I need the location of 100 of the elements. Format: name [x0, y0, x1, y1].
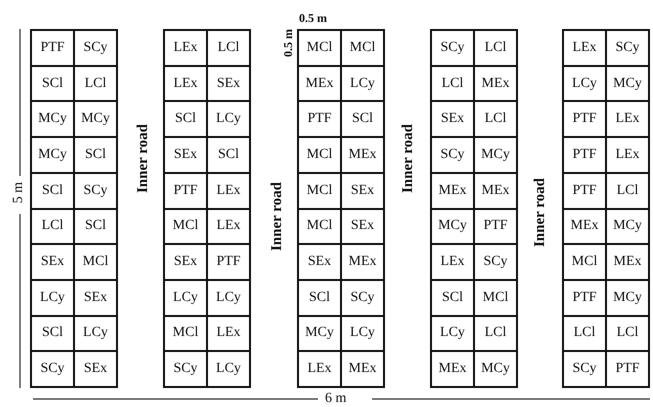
dimension-label: 6 m — [325, 392, 346, 406]
plot-cell: LCl — [563, 316, 606, 352]
plot-cell: MCy — [474, 351, 517, 387]
road-label: Inner road — [270, 182, 285, 252]
plot-cell: SEx — [164, 244, 207, 280]
plot-cell: LCy — [74, 316, 117, 352]
plot-cell: MCl — [298, 172, 341, 208]
plot-cell: MCl — [341, 30, 384, 66]
road-label: Inner road — [136, 124, 151, 194]
plot-cell: LEx — [164, 30, 207, 66]
plot-cell: MCl — [298, 208, 341, 244]
plot-cell: SCy — [431, 30, 474, 66]
plot-cell: MEx — [341, 244, 384, 280]
plot-cell: LCy — [341, 66, 384, 102]
plot-cell: MEx — [341, 137, 384, 173]
plot-cell: MCy — [606, 208, 649, 244]
plot-block — [430, 29, 518, 388]
road-label: Inner road — [533, 178, 548, 248]
plot-cell: SCy — [431, 137, 474, 173]
plot-cell: PTF — [298, 101, 341, 138]
plot-cell: MEx — [341, 351, 384, 387]
plot-cell: MEx — [298, 66, 341, 102]
plot-cell: LEx — [606, 137, 649, 173]
plot-cell: MCy — [474, 137, 517, 173]
plot-cell: PTF — [563, 101, 606, 138]
plot-cell: MEx — [606, 244, 649, 280]
plot-cell: SEx — [431, 101, 474, 138]
plot-cell: PTF — [606, 351, 649, 387]
plot-cell: SCy — [563, 351, 606, 387]
plot-cell: PTF — [563, 280, 606, 316]
plot-cell: SCy — [164, 351, 207, 387]
plot-cell: SCy — [341, 280, 384, 316]
plot-cell: SCl — [341, 101, 384, 138]
plot-cell: LEx — [298, 351, 341, 387]
plot-block — [30, 29, 118, 388]
plot-cell: LEx — [207, 172, 250, 208]
plot-cell: SCl — [31, 66, 74, 102]
plot-cell: LCl — [606, 316, 649, 352]
plot-block — [562, 29, 650, 388]
plot-cell: MCl — [74, 244, 117, 280]
plot-cell: MCl — [474, 280, 517, 316]
plot-cell: LCy — [207, 101, 250, 138]
plot-cell: LCy — [341, 316, 384, 352]
plot-cell: MCl — [298, 30, 341, 66]
plot-cell: PTF — [207, 244, 250, 280]
plot-cell: LEx — [207, 208, 250, 244]
plot-cell: LEx — [207, 316, 250, 352]
plot-cell: SCl — [207, 137, 250, 173]
plot-cell: LCy — [431, 316, 474, 352]
plot-cell: SCl — [74, 208, 117, 244]
plot-cell: SCy — [74, 172, 117, 208]
dimension-label: 0.5 m — [282, 29, 294, 57]
plot-cell: MCy — [298, 316, 341, 352]
plot-cell: SEx — [31, 244, 74, 280]
plot-cell: SCl — [431, 280, 474, 316]
plot-cell: PTF — [474, 208, 517, 244]
plot-cell: SCl — [298, 280, 341, 316]
plot-cell: MEx — [474, 66, 517, 102]
plot-cell: MCy — [431, 208, 474, 244]
plot-cell: LCl — [474, 101, 517, 138]
plot-cell: SCl — [31, 172, 74, 208]
plot-cell: SCy — [606, 30, 649, 66]
plot-cell: MCy — [31, 101, 74, 138]
plot-cell: SEx — [74, 280, 117, 316]
plot-cell: LCy — [207, 280, 250, 316]
plot-cell: PTF — [563, 137, 606, 173]
plot-cell: SEx — [207, 66, 250, 102]
plot-cell: LCy — [207, 351, 250, 387]
plot-cell: LEx — [431, 244, 474, 280]
plot-cell: SCy — [31, 351, 74, 387]
road-label: Inner road — [401, 124, 416, 194]
plot-cell: LEx — [164, 66, 207, 102]
plot-cell: LCy — [31, 280, 74, 316]
plot-cell: LCl — [207, 30, 250, 66]
plot-cell: MCy — [606, 66, 649, 102]
plot-cell: LCl — [606, 172, 649, 208]
plot-cell: MCl — [164, 208, 207, 244]
plot-cell: LCl — [431, 66, 474, 102]
plot-cell: SEx — [341, 172, 384, 208]
plot-cell: SCl — [74, 137, 117, 173]
plot-cell: LCl — [31, 208, 74, 244]
plot-cell: SCl — [164, 101, 207, 138]
plot-cell: LCy — [563, 66, 606, 102]
plot-cell: MCy — [74, 101, 117, 138]
plot-cell: PTF — [164, 172, 207, 208]
plot-cell: MCy — [606, 280, 649, 316]
plot-cell: LEx — [563, 30, 606, 66]
plot-block — [163, 29, 251, 388]
dimension-label: 5 m — [12, 182, 26, 204]
plot-cell: SCy — [474, 244, 517, 280]
plot-cell: MCl — [164, 316, 207, 352]
plot-cell: PTF — [563, 172, 606, 208]
plot-cell: MEx — [431, 172, 474, 208]
plot-cell: MEx — [431, 351, 474, 387]
plot-cell: MCy — [31, 137, 74, 173]
plot-cell: PTF — [31, 30, 74, 66]
plot-block — [297, 29, 385, 388]
plot-cell: LCl — [474, 30, 517, 66]
plot-cell: SCl — [31, 316, 74, 352]
plot-cell: SEx — [164, 137, 207, 173]
